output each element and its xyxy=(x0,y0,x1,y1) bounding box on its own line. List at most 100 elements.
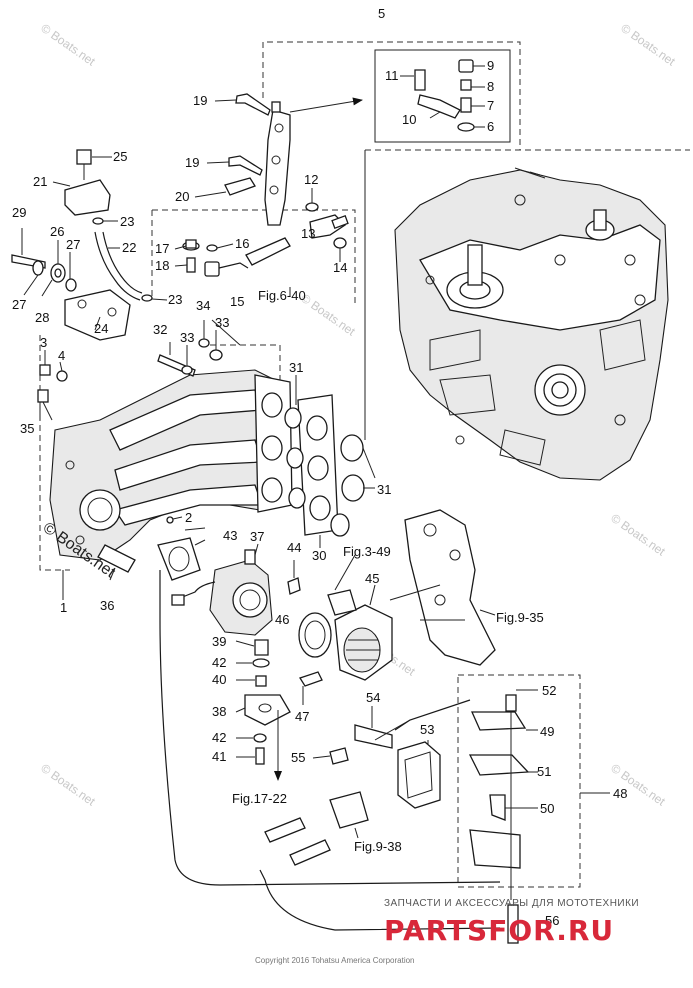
label-part-52: 52 xyxy=(542,683,556,698)
label-part-53: 53 xyxy=(420,722,434,737)
gasket-and-orings xyxy=(284,375,376,548)
shop-watermark: ЗАПЧАСТИ И АКСЕССУАРЫ ДЛЯ МОТОТЕХНИКИ PA… xyxy=(384,898,639,947)
label-part-4: 4 xyxy=(58,348,65,363)
label-part-48: 48 xyxy=(613,786,627,801)
label-part-19-mid: 19 xyxy=(185,155,199,170)
label-part-44: 44 xyxy=(287,540,301,555)
silencer-parts xyxy=(287,554,393,705)
label-part-33-right: 33 xyxy=(215,315,229,330)
idle-valve-parts xyxy=(235,639,291,781)
footer-copyright: Copyright 2016 Tohatsu America Corporati… xyxy=(255,956,415,965)
label-part-11: 11 xyxy=(385,68,399,83)
misc-small xyxy=(97,516,183,581)
watermark-faint-2: © Boats.net xyxy=(618,21,678,69)
label-part-34: 34 xyxy=(196,298,210,313)
filter-parts xyxy=(468,689,610,944)
label-part-36: 36 xyxy=(100,598,114,613)
box-5-frame xyxy=(262,41,521,150)
manifold-bolts xyxy=(37,320,223,421)
label-part-23-top: 23 xyxy=(120,214,134,229)
label-part-2: 2 xyxy=(185,510,192,525)
label-part-27-top: 27 xyxy=(66,237,80,252)
watermark-faint-3: © Boats.net xyxy=(298,291,358,339)
engine-block xyxy=(394,167,669,481)
label-part-39: 39 xyxy=(212,634,226,649)
lower-hoses xyxy=(159,570,501,931)
label-part-7: 7 xyxy=(487,98,494,113)
label-part-16: 16 xyxy=(235,236,249,251)
label-part-47: 47 xyxy=(295,709,309,724)
label-part-1: 1 xyxy=(60,600,67,615)
shop-brand: PARTSFOR.RU xyxy=(384,914,614,947)
cover-parts xyxy=(312,706,441,809)
label-part-23-bottom: 23 xyxy=(168,292,182,307)
label-part-20: 20 xyxy=(175,189,189,204)
watermark-faint-4: © Boats.net xyxy=(608,511,668,559)
label-part-32: 32 xyxy=(153,322,167,337)
injector xyxy=(305,188,349,262)
intake-manifold xyxy=(49,369,293,561)
label-part-17: 17 xyxy=(155,241,169,256)
ref-fig-9-35: Fig.9-35 xyxy=(496,610,544,625)
label-part-6: 6 xyxy=(487,119,494,134)
label-part-3: 3 xyxy=(40,335,47,350)
bracket-group xyxy=(11,228,131,341)
regulator-parts xyxy=(400,59,485,132)
label-part-56: 56 xyxy=(545,913,559,928)
label-part-8: 8 xyxy=(487,79,494,94)
label-part-18: 18 xyxy=(155,258,169,273)
watermark-faint-6: © Boats.net xyxy=(608,761,668,809)
part-labels: 1 2 3 4 5 6 7 8 9 10 11 12 13 14 15 16 1… xyxy=(12,6,627,928)
label-part-5: 5 xyxy=(378,6,385,21)
label-part-49: 49 xyxy=(540,724,554,739)
label-part-28: 28 xyxy=(35,310,49,325)
label-part-42-bottom: 42 xyxy=(212,730,226,745)
throttle-body xyxy=(157,537,273,636)
label-part-25: 25 xyxy=(113,149,127,164)
label-part-9: 9 xyxy=(487,58,494,73)
label-part-19-top: 19 xyxy=(193,93,207,108)
box-fig6-40 xyxy=(152,209,356,305)
ref-fig-17-22: Fig.17-22 xyxy=(232,791,287,806)
label-part-43: 43 xyxy=(223,528,237,543)
label-part-41: 41 xyxy=(212,749,226,764)
label-part-27-bottom: 27 xyxy=(12,297,26,312)
bracket-9-35 xyxy=(389,509,496,666)
label-part-12: 12 xyxy=(304,172,318,187)
label-part-54: 54 xyxy=(366,690,380,705)
label-part-51: 51 xyxy=(537,764,551,779)
figure-references: Fig.6-40 Fig.3-49 Fig.9-35 Fig.17-22 Fig… xyxy=(232,288,544,854)
watermark-faint-5: © Boats.net xyxy=(38,761,98,809)
vapour-parts xyxy=(174,237,291,277)
box-1 xyxy=(39,335,70,571)
label-part-45: 45 xyxy=(365,571,379,586)
label-part-50: 50 xyxy=(540,801,554,816)
box-48 xyxy=(457,674,581,888)
label-part-13: 13 xyxy=(301,226,315,241)
box-5-inset xyxy=(374,49,511,143)
label-part-55: 55 xyxy=(291,750,305,765)
shop-tagline: ЗАПЧАСТИ И АКСЕССУАРЫ ДЛЯ МОТОТЕХНИКИ xyxy=(384,898,639,909)
label-part-40: 40 xyxy=(212,672,226,687)
sensor-group xyxy=(52,149,168,302)
label-part-26: 26 xyxy=(50,224,64,239)
ref-fig-3-49: Fig.3-49 xyxy=(343,544,391,559)
label-part-37: 37 xyxy=(250,529,264,544)
label-part-24: 24 xyxy=(94,321,108,336)
label-part-42-top: 42 xyxy=(212,655,226,670)
label-part-21: 21 xyxy=(33,174,47,189)
ref-fig-6-40: Fig.6-40 xyxy=(258,288,306,303)
label-part-22: 22 xyxy=(122,240,136,255)
label-part-15: 15 xyxy=(230,294,244,309)
label-part-14: 14 xyxy=(333,260,347,275)
label-part-31-top: 31 xyxy=(289,360,303,375)
label-part-46: 46 xyxy=(275,612,289,627)
watermark-faint-1: © Boats.net xyxy=(38,21,98,69)
leader-lines xyxy=(62,150,366,600)
label-part-35: 35 xyxy=(20,421,34,436)
fuel-rail xyxy=(194,93,363,226)
label-part-29: 29 xyxy=(12,205,26,220)
label-part-33-left: 33 xyxy=(180,330,194,345)
label-part-31-right: 31 xyxy=(377,482,391,497)
